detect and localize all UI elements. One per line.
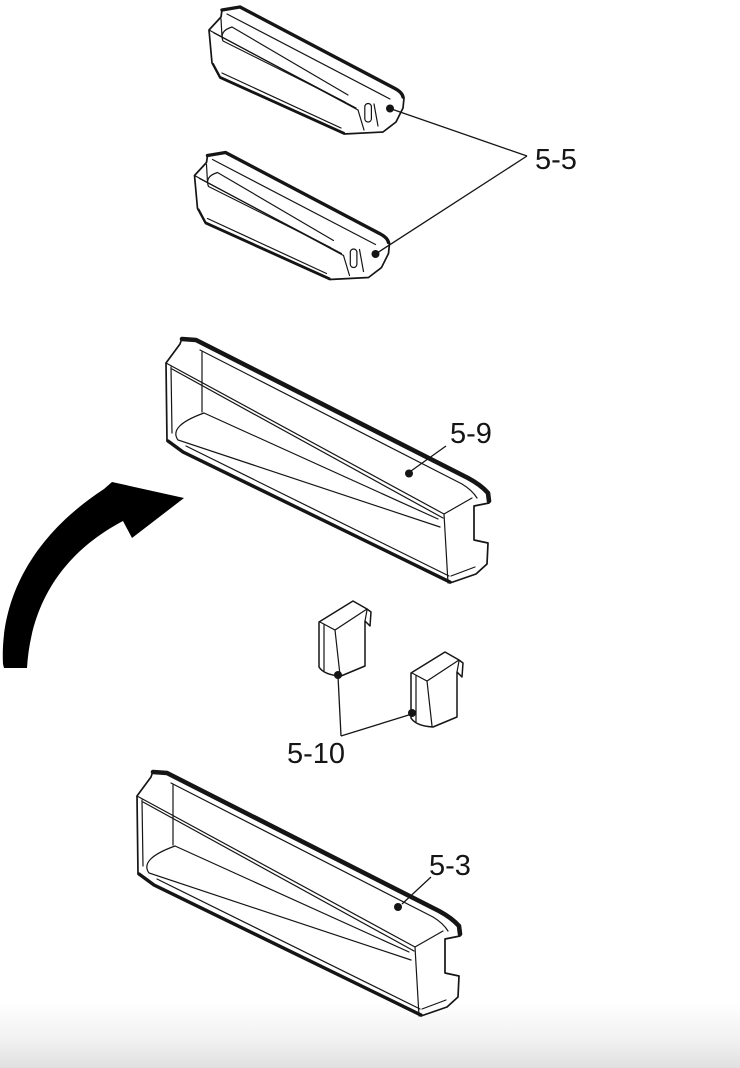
leader-5-10-right (340, 713, 413, 737)
callout-dot-5-10-left (334, 671, 342, 679)
curved-rotation-arrow (2, 482, 185, 668)
large-door-bin-5-9 (166, 338, 489, 583)
small-door-bin-upper (207, 5, 406, 136)
callout-dot-5-3 (394, 903, 402, 911)
large-door-bin-5-3 (137, 771, 460, 1016)
small-door-bin-lower (192, 150, 392, 282)
part-label-5-9: 5-9 (450, 418, 492, 450)
leader-5-5-lower (375, 155, 528, 255)
part-label-5-5: 5-5 (535, 144, 577, 176)
clip-5-10-left (318, 600, 372, 677)
part-label-5-3: 5-3 (429, 850, 471, 882)
leader-5-9 (410, 445, 447, 472)
leader-5-10-left (337, 675, 342, 737)
leader-5-3 (401, 876, 432, 905)
clip-5-10-right (410, 651, 464, 728)
leader-lines (337, 107, 528, 905)
part-label-5-10: 5-10 (287, 738, 345, 770)
callout-dot-5-10-right (408, 709, 416, 717)
leader-5-5-upper (389, 107, 528, 157)
callout-dot-5-9 (405, 469, 413, 478)
